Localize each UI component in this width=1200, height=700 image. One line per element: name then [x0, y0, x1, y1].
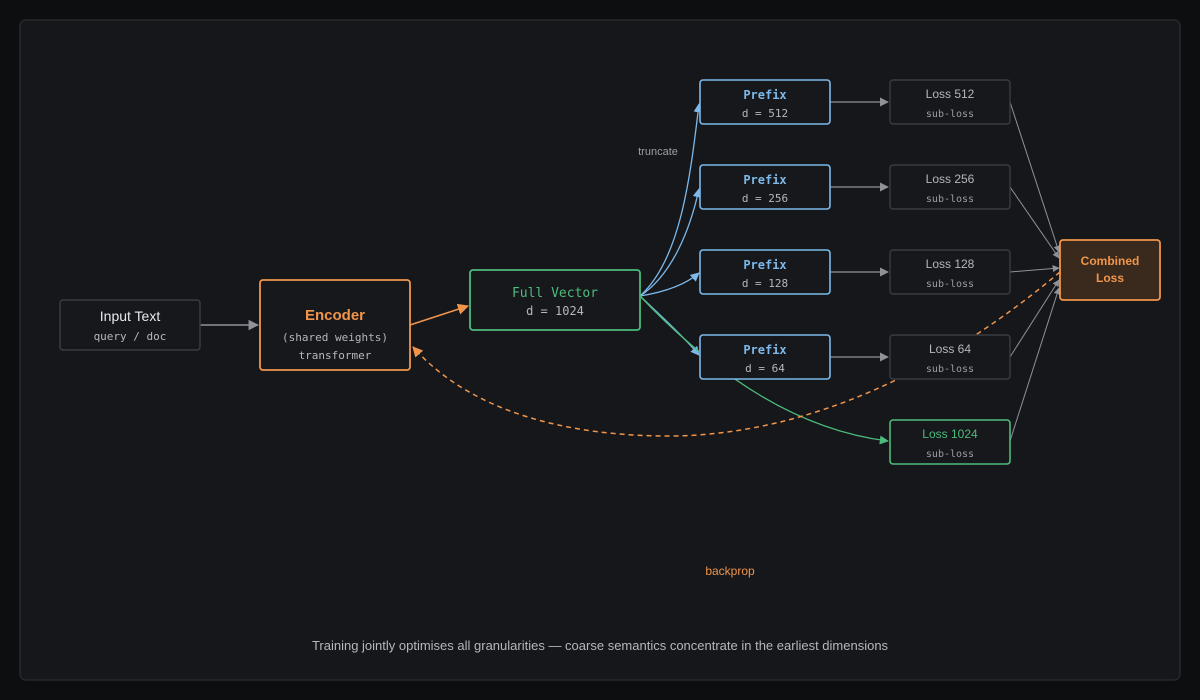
- node-input-text: Input Text query / doc: [59, 299, 201, 351]
- prefix-title: Prefix: [743, 258, 786, 272]
- prefix-title: Prefix: [743, 88, 786, 102]
- node-prefix-64: Prefix d = 64: [699, 334, 831, 380]
- node-loss-64: Loss 64 sub-loss: [889, 334, 1011, 380]
- edge-truncate-512: [639, 103, 703, 297]
- loss-subtitle: sub-loss: [926, 364, 974, 375]
- prefix-title: Prefix: [743, 343, 786, 357]
- prefix-title: Prefix: [743, 173, 786, 187]
- node-prefix-512: Prefix d = 512: [699, 79, 831, 125]
- node-encoder: Encoder (shared weights) transformer: [259, 279, 411, 371]
- node-loss-128: Loss 128 sub-loss: [889, 249, 1011, 295]
- loss-subtitle: sub-loss: [926, 279, 974, 290]
- node-full-vector: Full Vector d = 1024: [469, 269, 641, 331]
- loss-title: Loss 256: [926, 172, 975, 186]
- combined-line2: Loss: [1096, 271, 1124, 285]
- edge-truncate-128: [639, 272, 700, 297]
- node-prefix-128: Prefix d = 128: [699, 249, 831, 295]
- truncate-label: truncate: [638, 146, 678, 158]
- node-loss-1024: Loss 1024 sub-loss: [889, 419, 1011, 465]
- loss-subtitle: sub-loss: [926, 109, 974, 120]
- node-loss-256: Loss 256 sub-loss: [889, 164, 1011, 210]
- prefix-subtitle: d = 64: [745, 362, 785, 375]
- input-title: Input Text: [100, 308, 161, 324]
- full-vector-subtitle: d = 1024: [526, 304, 584, 318]
- edge-loss1024-combined: [1009, 287, 1061, 442]
- combined-line1: Combined: [1081, 254, 1140, 268]
- edge-loss64-combined: [1009, 279, 1060, 358]
- prefix-subtitle: d = 128: [742, 277, 788, 290]
- node-loss-512: Loss 512 sub-loss: [889, 79, 1011, 125]
- backprop-label: backprop: [705, 564, 755, 578]
- full-vector-title: Full Vector: [512, 286, 598, 301]
- node-combined-loss: Combined Loss: [1059, 239, 1161, 301]
- loss-subtitle: sub-loss: [926, 194, 974, 205]
- edge-loss256-combined: [1009, 186, 1060, 259]
- edge-loss128-combined: [1009, 265, 1060, 273]
- edges: [200, 97, 1061, 445]
- loss-1024-title: Loss 1024: [922, 427, 978, 441]
- edge-backprop: [412, 271, 1061, 437]
- encoder-title: Encoder: [305, 307, 365, 324]
- prefix-subtitle: d = 512: [742, 107, 788, 120]
- diagram-caption: Training jointly optimises all granulari…: [312, 638, 889, 653]
- edge-vector-loss1024: [639, 295, 889, 445]
- edge-loss512-combined: [1009, 101, 1061, 253]
- loss-1024-subtitle: sub-loss: [926, 449, 974, 460]
- edge-encoder-vector: [409, 303, 470, 326]
- loss-title: Loss 128: [926, 257, 975, 271]
- loss-title: Loss 512: [926, 87, 975, 101]
- input-subtitle: query / doc: [94, 330, 167, 343]
- loss-title: Loss 64: [929, 342, 971, 356]
- encoder-line3: transformer: [299, 349, 372, 362]
- edge-truncate-256: [639, 188, 702, 297]
- node-prefix-256: Prefix d = 256: [699, 164, 831, 210]
- encoder-line2: (shared weights): [282, 331, 388, 344]
- prefix-subtitle: d = 256: [742, 192, 788, 205]
